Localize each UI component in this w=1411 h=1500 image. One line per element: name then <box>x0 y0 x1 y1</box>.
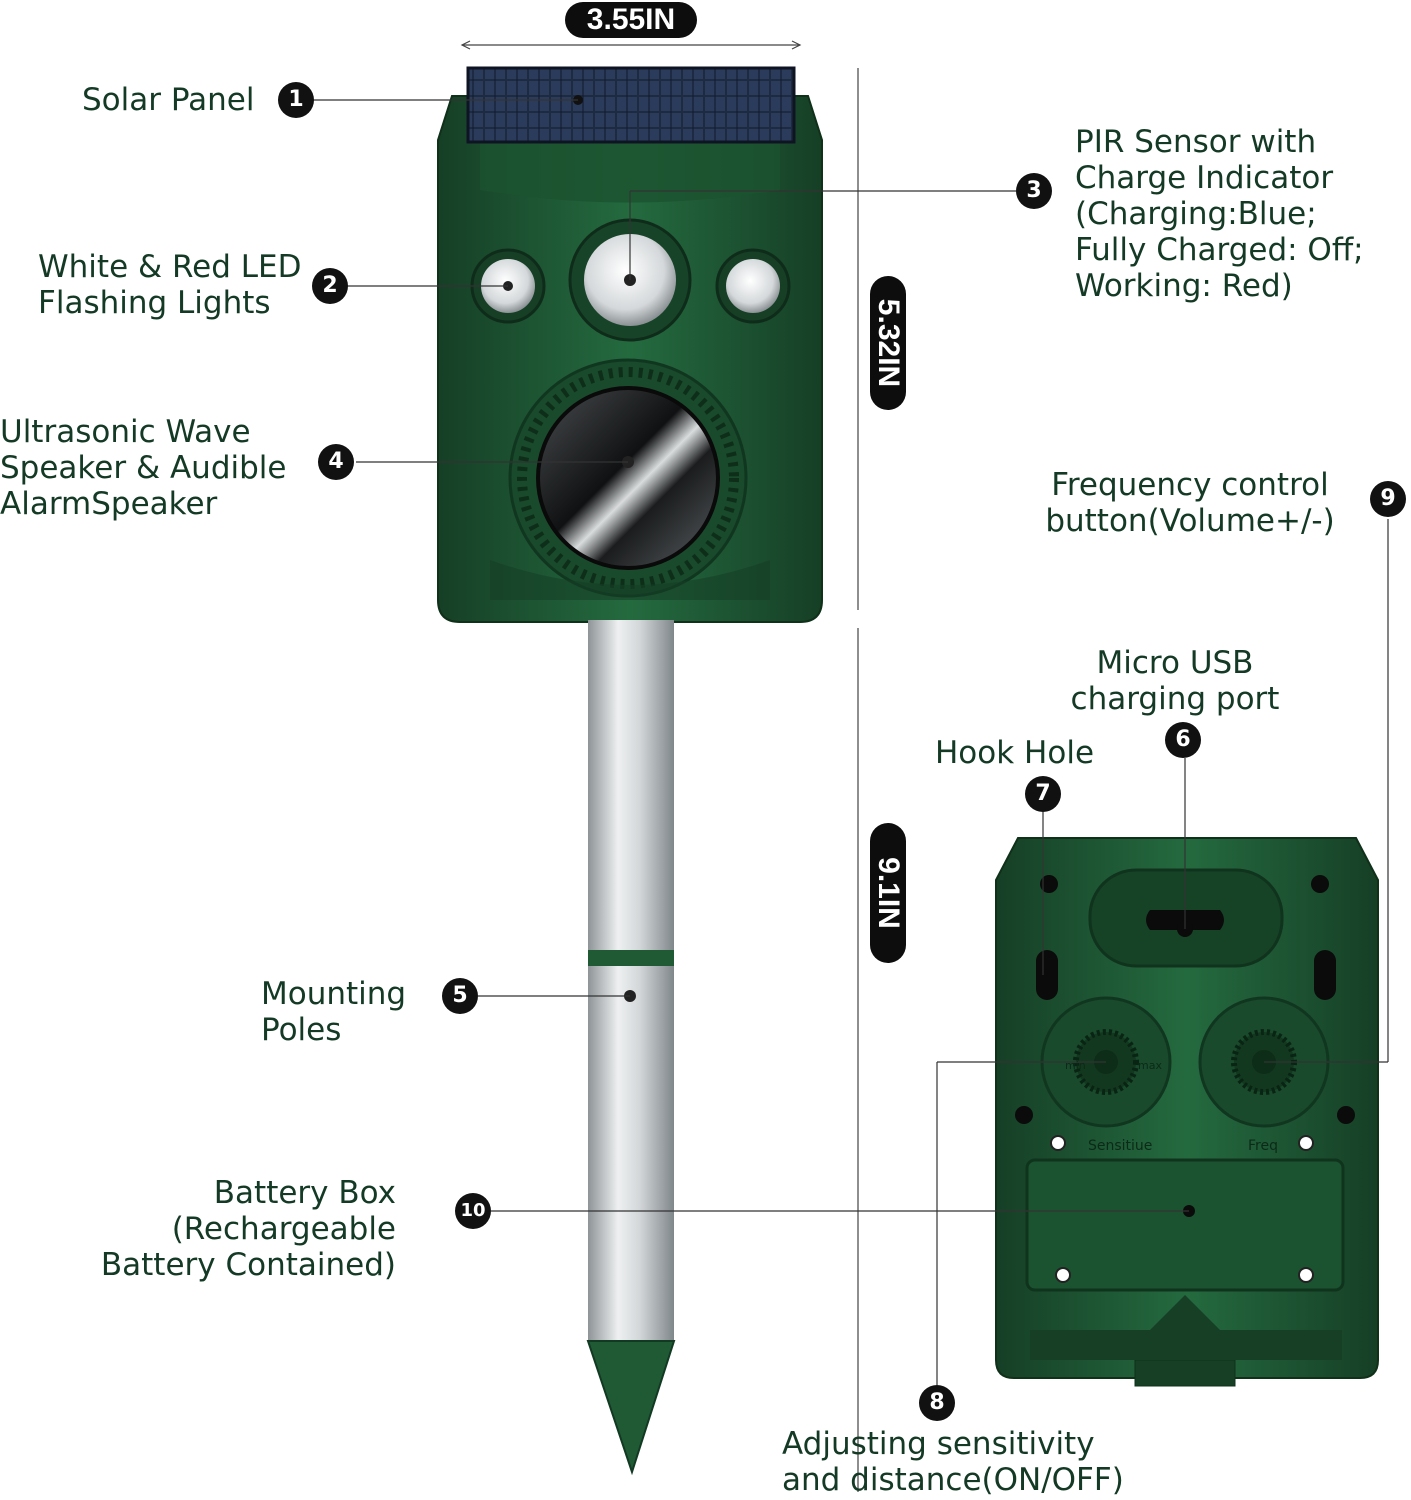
width-dimension: 3.55IN <box>565 2 697 38</box>
callout-sensitivity: Adjusting sensitivity and distance(ON/OF… <box>782 1426 1124 1498</box>
callout-speaker: Ultrasonic Wave Speaker & Audible AlarmS… <box>0 414 287 522</box>
solar-panel <box>466 66 796 144</box>
total-height-dimension: 9.1IN <box>870 823 906 963</box>
hook-hole-right <box>1314 950 1336 1000</box>
badge-6: 6 <box>1165 722 1201 758</box>
leader-lines <box>296 99 1389 1385</box>
callout-frequency: Frequency control button(Volume+/-) <box>1045 467 1335 539</box>
dimension-lines <box>460 40 859 1492</box>
callout-battery-box: Battery Box (Rechargeable Battery Contai… <box>100 1175 396 1283</box>
badge-4: 4 <box>318 444 354 480</box>
knob-right-label: Freq <box>1248 1138 1278 1154</box>
callout-led-lights: White & Red LED Flashing Lights <box>38 249 302 321</box>
callout-mounting-poles: Mounting Poles <box>261 976 407 1048</box>
badge-7: 7 <box>1025 776 1061 812</box>
front-unit <box>437 66 823 623</box>
led-right <box>715 248 791 324</box>
ultrasonic-speaker <box>508 358 748 598</box>
badge-8: 8 <box>919 1385 955 1421</box>
callout-hook-hole: Hook Hole <box>935 735 1095 771</box>
front-height-dimension: 5.32IN <box>870 276 906 410</box>
hook-hole-left <box>1036 950 1058 1000</box>
callout-usb-port: Micro USB charging port <box>1070 645 1280 717</box>
back-unit <box>995 837 1379 1387</box>
min-label: min <box>1065 1059 1086 1072</box>
callout-pir-sensor: PIR Sensor with Charge Indicator (Chargi… <box>1075 124 1364 304</box>
badge-9: 9 <box>1370 481 1406 517</box>
badge-5: 5 <box>442 978 478 1014</box>
callout-solar-panel: Solar Panel <box>82 82 255 118</box>
badge-1: 1 <box>278 82 314 118</box>
badge-3: 3 <box>1016 173 1052 209</box>
battery-box <box>1025 1158 1345 1292</box>
mounting-pole <box>586 620 676 1476</box>
max-label: max <box>1138 1059 1162 1072</box>
knob-left-label: Sensitiue <box>1088 1138 1153 1154</box>
badge-2: 2 <box>312 268 348 304</box>
badge-10: 10 <box>455 1193 491 1229</box>
